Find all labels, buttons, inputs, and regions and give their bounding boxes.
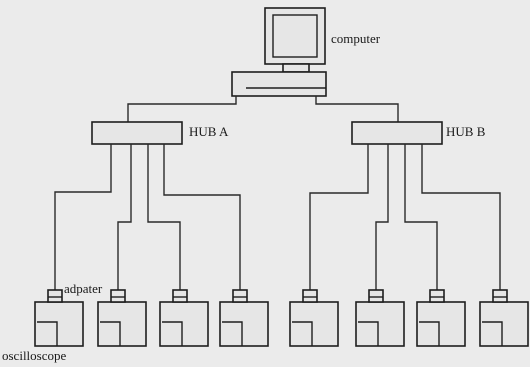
computer-stand bbox=[283, 64, 309, 72]
oscilloscope-label: oscilloscope bbox=[2, 349, 66, 362]
adapter-block bbox=[111, 290, 125, 302]
adapter-block bbox=[369, 290, 383, 302]
oscilloscope-unit bbox=[160, 290, 208, 346]
oscilloscope-unit bbox=[220, 290, 268, 346]
oscilloscope-unit bbox=[98, 290, 146, 346]
computer-icon bbox=[232, 8, 326, 96]
link-hub-a-scope-1 bbox=[55, 144, 111, 290]
oscilloscope-unit bbox=[356, 290, 404, 346]
adapter-block bbox=[430, 290, 444, 302]
link-hub-b-scope-5 bbox=[310, 144, 368, 290]
oscilloscope-body bbox=[35, 302, 83, 346]
oscilloscope-unit bbox=[290, 290, 338, 346]
link-computer-hub-b bbox=[316, 96, 398, 122]
oscilloscope-unit bbox=[417, 290, 465, 346]
adapter-block bbox=[493, 290, 507, 302]
adapter-block bbox=[233, 290, 247, 302]
computer-base bbox=[232, 72, 326, 96]
adapter-block bbox=[48, 290, 62, 302]
oscilloscope-body bbox=[160, 302, 208, 346]
link-hub-b-scope-8 bbox=[422, 144, 500, 290]
computer-monitor bbox=[265, 8, 325, 64]
link-hub-b-scope-6 bbox=[376, 144, 388, 290]
hub-a-box bbox=[92, 122, 182, 144]
oscilloscope-unit bbox=[35, 290, 83, 346]
adapter-block bbox=[303, 290, 317, 302]
hub-b-label: HUB B bbox=[446, 125, 485, 138]
oscilloscope-body bbox=[98, 302, 146, 346]
hub-a-label: HUB A bbox=[189, 125, 228, 138]
oscilloscope-body bbox=[356, 302, 404, 346]
link-hub-b-scope-7 bbox=[405, 144, 437, 290]
oscilloscope-body bbox=[417, 302, 465, 346]
link-hub-a-scope-2 bbox=[118, 144, 131, 290]
link-hub-a-scope-4 bbox=[164, 144, 240, 290]
oscilloscope-body bbox=[220, 302, 268, 346]
oscilloscope-body bbox=[290, 302, 338, 346]
link-computer-hub-a bbox=[128, 96, 236, 122]
oscilloscope-body bbox=[480, 302, 528, 346]
oscilloscope-unit bbox=[480, 290, 528, 346]
hub-b-box bbox=[352, 122, 442, 144]
adapter-label: adpater bbox=[64, 282, 102, 295]
computer-label: computer bbox=[331, 32, 380, 45]
adapter-block bbox=[173, 290, 187, 302]
